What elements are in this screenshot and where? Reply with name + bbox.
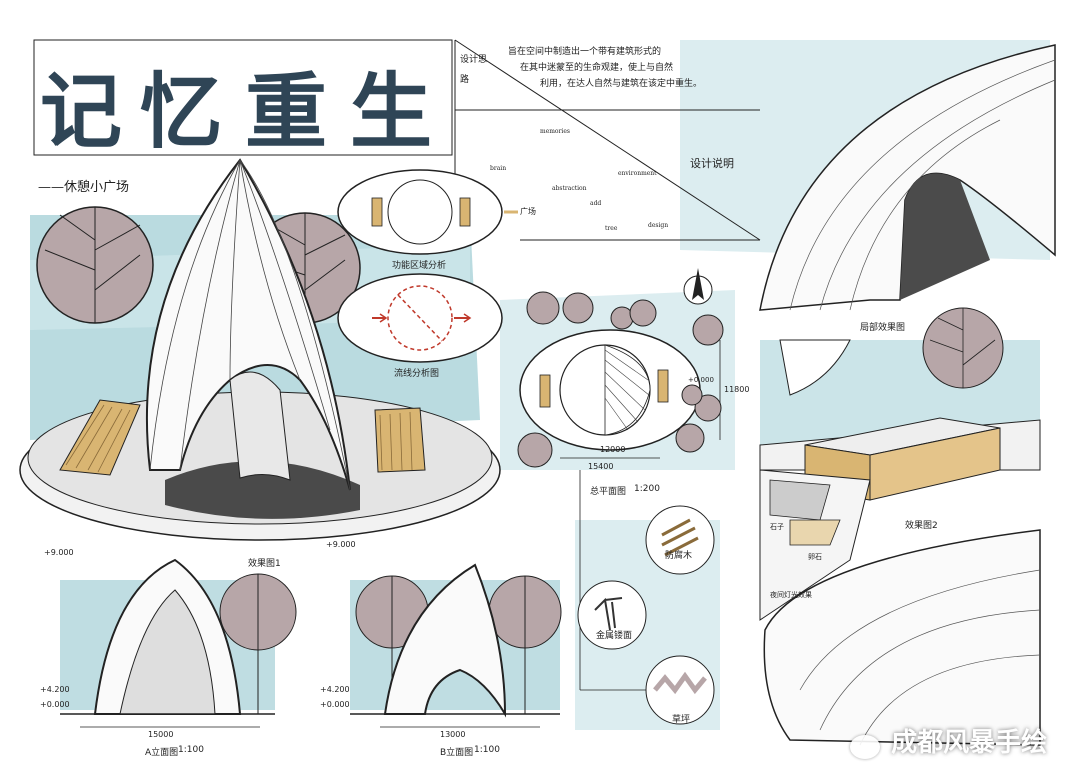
title-char-1: 记 bbox=[40, 65, 125, 160]
elevation-a bbox=[60, 558, 297, 728]
site-plan bbox=[519, 329, 721, 691]
dim-plan-height: 11800 bbox=[724, 385, 750, 394]
watermark-text: 成都风暴手绘 bbox=[891, 728, 1048, 758]
level-9000-a: +9.000 bbox=[44, 548, 74, 557]
effect-label: 效果图1 bbox=[248, 559, 281, 569]
stone-label: 石子 bbox=[770, 523, 784, 531]
elevation-b bbox=[350, 563, 562, 728]
level-0000-a: +0.000 bbox=[40, 700, 70, 709]
level-4200-a: +4.200 bbox=[40, 685, 70, 694]
flow-diagram bbox=[337, 273, 503, 363]
material-grass-label: 草坪 bbox=[672, 715, 691, 725]
elev-b-scale: 1:100 bbox=[474, 745, 500, 755]
title-char-3: 重 bbox=[245, 65, 330, 160]
tree-left bbox=[36, 206, 154, 324]
flow-label: 流线分析图 bbox=[394, 369, 440, 379]
title-frame bbox=[33, 39, 453, 156]
dim-elev-a-width: 15000 bbox=[148, 730, 174, 739]
sketch-word-6: tree bbox=[605, 225, 618, 232]
detail-view-label: 局部效果图 bbox=[860, 323, 906, 333]
design-explain-label: 设计说明 bbox=[690, 157, 734, 170]
perspective-bottom-right bbox=[759, 469, 1041, 746]
level-9000-b: +9.000 bbox=[326, 540, 356, 549]
notes-text-3: 利用，在达人自然与建筑在该定中重生。 bbox=[540, 79, 703, 89]
material-swatches bbox=[577, 505, 715, 725]
title-char-2: 忆 bbox=[140, 65, 225, 160]
notes-text-1: 旨在空间中制造出一个带有建筑形式的 bbox=[508, 47, 662, 57]
plaza-label: 广场 bbox=[520, 207, 536, 216]
elev-a-label: A立面图 bbox=[145, 748, 179, 758]
subtitle: ——休憩小广场 bbox=[38, 180, 130, 195]
sketch-word-3: abstraction bbox=[552, 185, 587, 192]
sketch-word-2: memories bbox=[540, 128, 570, 135]
material-metal-label: 金属镂面 bbox=[596, 631, 633, 641]
sketch-word-7: design bbox=[648, 222, 669, 229]
elev-a-scale: 1:100 bbox=[178, 745, 204, 755]
night-label: 夜间灯光效果 bbox=[770, 591, 812, 599]
level-0000-c: +0.000 bbox=[688, 376, 714, 384]
sketch-word-5: environment bbox=[618, 170, 657, 177]
function-diagram bbox=[337, 169, 518, 255]
sketch-word-4: add bbox=[590, 200, 602, 207]
effect2-label: 效果图2 bbox=[905, 521, 938, 531]
plan-label: 总平面图 bbox=[590, 487, 627, 497]
notes-heading-2: 路 bbox=[460, 75, 470, 85]
dim-plan-inner: 12000 bbox=[600, 445, 626, 454]
dim-plan-width: 15400 bbox=[588, 462, 614, 471]
plan-trees bbox=[517, 291, 724, 468]
north-arrow-icon bbox=[683, 268, 713, 305]
level-0000-b: +0.000 bbox=[320, 700, 350, 709]
perspective-top-right bbox=[759, 44, 1056, 311]
main-shell bbox=[145, 158, 351, 491]
elev-b-label: B立面图 bbox=[440, 748, 474, 758]
wood-bench-left bbox=[59, 399, 141, 476]
level-4200-b: +4.200 bbox=[320, 685, 350, 694]
plan-scale: 1:200 bbox=[634, 484, 660, 494]
gravel-label: 卵石 bbox=[808, 553, 822, 561]
wechat-icon bbox=[850, 734, 880, 759]
sketch-word-1: brain bbox=[490, 165, 507, 172]
notes-heading-1: 设计思 bbox=[460, 55, 488, 65]
dim-elev-b-width: 13000 bbox=[440, 730, 466, 739]
material-wood-label: 防腐木 bbox=[665, 551, 693, 561]
function-label: 功能区域分析 bbox=[392, 261, 447, 271]
wood-bench-right bbox=[374, 407, 426, 473]
title-char-4: 生 bbox=[350, 65, 435, 160]
watermark: 成都风暴手绘 bbox=[850, 722, 1047, 759]
notes-text-2: 在其中迷蒙至的生命观建，使上与自然 bbox=[520, 63, 674, 73]
